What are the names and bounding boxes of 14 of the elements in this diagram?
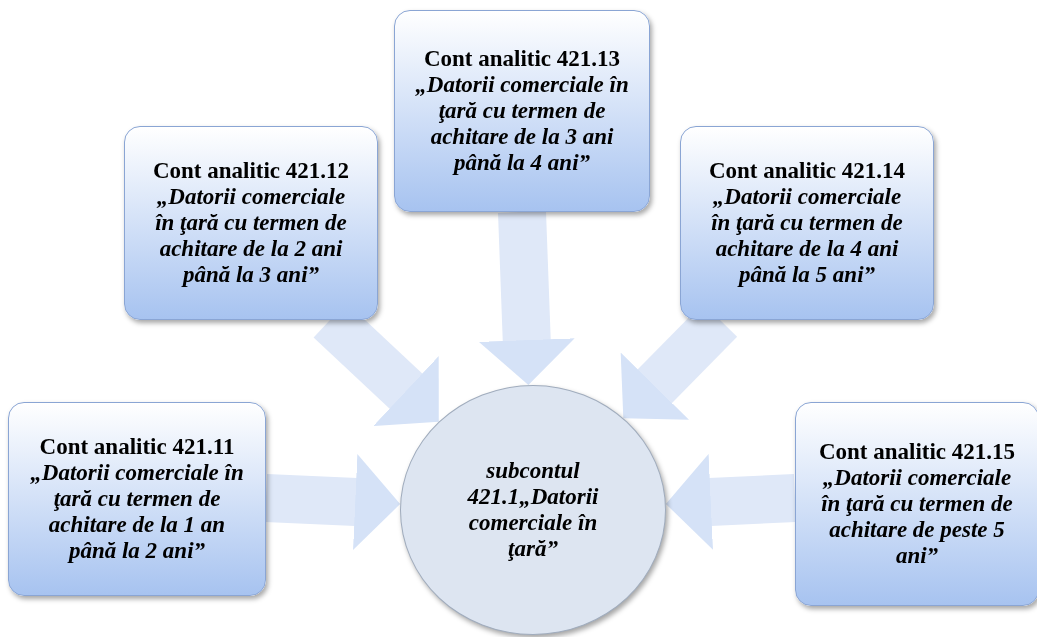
account-box (795, 402, 1037, 606)
block-arrow (264, 454, 401, 550)
account-box (680, 126, 934, 320)
node-text: Cont analitic 421.13 „Datorii comerciale în ţară cu termen de achitare de la 3 ani până la 4 ani” (415, 46, 629, 176)
account-box (124, 126, 378, 320)
account-box (394, 10, 650, 212)
block-arrow (478, 211, 575, 386)
node-text: subcontul 421.1„Datorii comerciale în ţară” (466, 458, 600, 562)
account-box (8, 402, 266, 596)
node-text: Cont analitic 421.15 „Datorii comerciale în ţară cu termen de achitare de peste 5 ani” (817, 439, 1017, 569)
node-text: Cont analitic 421.12 „Datorii comerciale în ţară cu termen de achitare de la 2 ani până la 3 ani” (151, 158, 351, 288)
block-arrow (665, 453, 797, 550)
node-text: Cont analitic 421.14 „Datorii comerciale în ţară cu termen de achitare de la 4 ani până la 5 ani” (707, 158, 907, 288)
node-text: Cont analitic 421.11 „Datorii comerciale în ţară cu termen de achitare de la 1 an până la 2 ani” (29, 434, 245, 564)
